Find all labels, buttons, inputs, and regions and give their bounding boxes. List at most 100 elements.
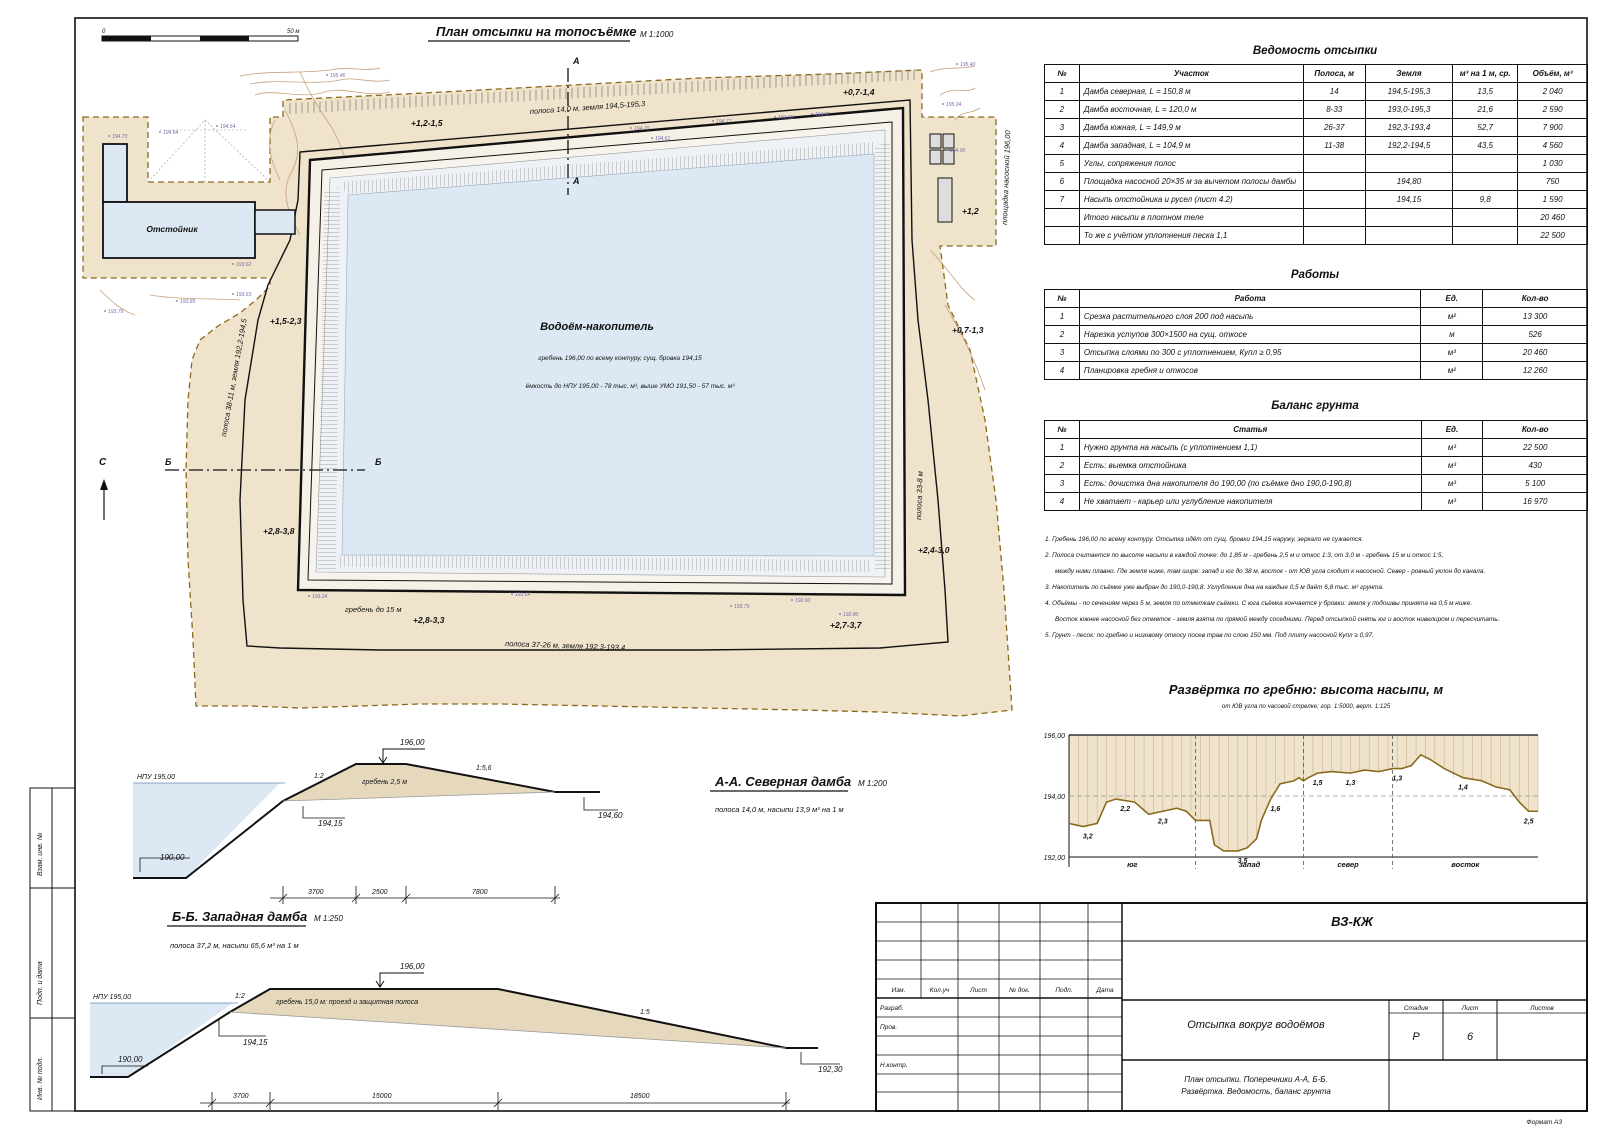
survey-point [511,593,513,595]
balance-title: Баланс грунта [1271,400,1359,412]
survey-dotted-lines [147,119,271,183]
bb-scale: М 1:250 [314,914,343,923]
vedomost-cell: Дамба южная, L = 149,9 м [1078,118,1304,137]
survey-mark-label: 194.90 [950,148,966,154]
survey-mark-label: 194.81 [815,112,831,118]
works-header-cell: Кол-во [1482,289,1588,308]
vedomost-cell: 2 040 [1517,82,1588,101]
vedomost-cell: Дамба северная, L = 150,8 м [1078,82,1304,101]
vedomost-header-cell: Земля [1364,64,1454,83]
bb-dim-3: 18500 [630,1093,650,1100]
balance-header-cell: № [1044,420,1080,439]
aa-npu-label: НПУ 195,00 [137,774,175,781]
vedomost-cell [1364,208,1454,227]
survey-mark-label: 193.62 [236,262,252,268]
works-cell: 1 [1044,307,1080,326]
side-label: север [1337,860,1359,869]
stamp-role: Н.контр. [880,1062,908,1069]
pond-note-2: ёмкость до НПУ 195,00 - 78 тыс. м³, выше… [526,382,736,390]
side-label-2: Подп. и дата [36,961,44,1005]
balance-cell: 430 [1482,456,1588,475]
bb-ground-marker [800,1052,840,1065]
vedomost-cell [1302,208,1366,227]
fill-heights: +0,7-1,4 +1,2-1,5 +1,2 +1,5-2,3 +0,7-1,3… [263,87,984,630]
vedomost-header-cell: Полоса, м [1302,64,1366,83]
north-arrow: С [99,457,108,520]
title-block-text: ВЗ-КЖ Отсыпка вокруг водоёмов Стадия Лис… [1181,914,1562,1126]
balance-cell: 22 500 [1482,438,1588,457]
works-cell: 526 [1482,325,1588,344]
side-label-1: Взам. инв. № [37,832,44,876]
ground-line [1068,753,1538,852]
survey-mark-label: 193.64 [515,592,531,598]
survey-point [108,135,110,137]
scalebar-end: 50 м [287,29,299,35]
bb-dim-2: 15000 [372,1093,392,1100]
height-label: +2,8-3,8 [263,526,295,536]
balance-header-cell: Ед. [1420,420,1484,439]
vedomost-cell [1452,226,1519,245]
north-strip-ticks [289,69,915,114]
vedomost-cell: 750 [1517,172,1588,191]
aa-bottom-marker [139,857,190,872]
scalebar: 0 50 м [101,29,299,42]
vedomost-header-cell: м³ на 1 м, ср. [1452,64,1519,83]
note-line: 4. Объёмы - по сечениям через 5 м, земля… [1045,600,1473,607]
balance-cell: м³ [1420,456,1484,475]
vedomost-cell: 193,0-195,3 [1364,100,1454,119]
plan-scale: М 1:1000 [640,30,674,39]
aa-water [133,783,280,878]
works-cell: Отсыпка слоями по 300 с уплотнением, Куп… [1078,343,1422,362]
height-label: +2,8-3,3 [413,615,445,625]
balance-cell: 3 [1044,474,1080,493]
vedomost-cell: 1 [1044,82,1080,101]
balance-cell: Не хватает - карьер или углубление накоп… [1078,492,1422,511]
aa-crest-width: гребень 2,5 м [362,778,407,786]
balance-cell: м³ [1420,474,1484,493]
balance-header-cell: Статья [1078,420,1422,439]
balance-cell: м³ [1420,438,1484,457]
vedomost-cell [1302,226,1366,245]
side-label: запад [1239,860,1261,869]
aa-edge-marker [302,806,345,819]
works-header-cell: Ед. [1420,289,1484,308]
side-label: юг [1127,860,1138,869]
slope-hatch-right [875,143,890,572]
value-label: 2,2 [1119,806,1130,813]
vedomost-cell: 5 [1044,154,1080,173]
plan-title: План отсыпки на топосъёмке [436,24,637,39]
bb-dimensions [200,1092,791,1110]
aa-crest-arrow [378,756,388,764]
stamp-head-cell: Подп. [1055,986,1072,994]
works-header-cell: № [1044,289,1080,308]
vedomost-cell: Дамба западная, L = 104,9 м [1078,136,1304,155]
format-label: Формат А3 [1526,1119,1562,1126]
notes-block: 1. Гребень 196,00 по всему контуру. Отсы… [1045,532,1585,644]
vedomost-cell: 194,80 [1364,172,1454,191]
vedomost-cell: 6 [1044,172,1080,191]
vedomost-cell: 7 900 [1517,118,1588,137]
vedomost-header-cell: № [1044,64,1080,83]
bb-npu-label: НПУ 195,00 [93,994,131,1001]
balance-cell: Есть: выемка отстойника [1078,456,1422,475]
bb-slope-in: 1:2 [235,993,245,1000]
bb-edge-label: 194,15 [243,1038,268,1047]
survey-mark-label: 192.80 [843,612,859,618]
vedomost-cell [1452,154,1519,173]
vedomost-cell: Насыпь отстойника и русел (лист 4.2) [1078,190,1304,209]
survey-point [774,116,776,118]
survey-marks: 195.46194.73194.64194.54194.90194.61194.… [104,62,976,618]
survey-mark-label: 194.64 [163,130,179,136]
drawing-desc-1: План отсыпки. Поперечники А-А, Б-Б. [1184,1075,1327,1084]
fill-area-profile [1069,735,1538,851]
plan-view: Отстойник 195.46194.73194.64194.54194.90… [82,24,1013,717]
bb-note: полоса 37,2 м, насыпи 65,6 м³ на 1 м [170,941,299,950]
section-a-line: А А [567,56,580,195]
works-cell: 12 260 [1482,361,1588,380]
